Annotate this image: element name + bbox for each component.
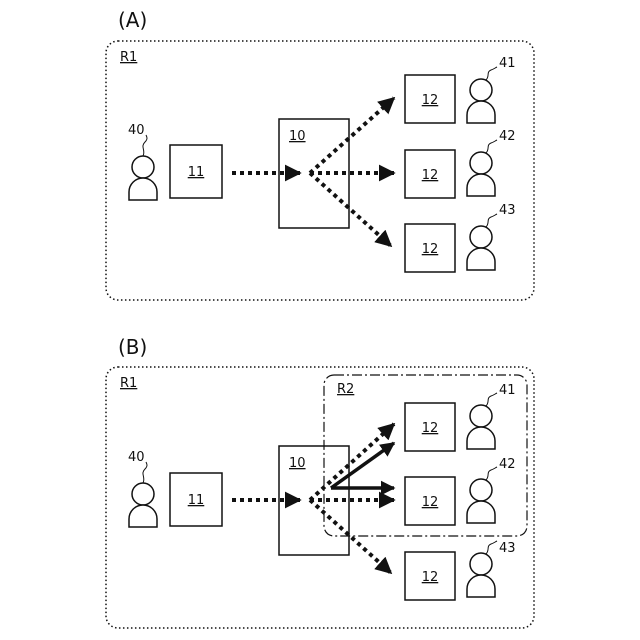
sender-a-ref: 40 bbox=[128, 123, 145, 138]
source-device-b-label: 11 bbox=[188, 493, 205, 508]
sender-a: 40 bbox=[128, 123, 157, 200]
leader-line bbox=[143, 135, 147, 156]
person-body bbox=[467, 575, 495, 597]
receiver-b-41-ref: 41 bbox=[499, 383, 516, 398]
person-body bbox=[467, 427, 495, 449]
receiver-a-41: 41 bbox=[467, 56, 516, 123]
leader-line bbox=[486, 67, 497, 80]
region-r2-label: R2 bbox=[337, 382, 354, 397]
leader-line bbox=[486, 541, 497, 554]
receiver-a-43-ref: 43 bbox=[499, 203, 516, 218]
person-head bbox=[470, 79, 492, 101]
leader-line bbox=[486, 214, 497, 227]
receiver-b-41: 41 bbox=[467, 383, 516, 449]
receiver-a-41-ref: 41 bbox=[499, 56, 516, 71]
sink-device-b-1-label: 12 bbox=[422, 421, 439, 436]
leader-line bbox=[486, 140, 497, 153]
sink-device-b-2-label: 12 bbox=[422, 495, 439, 510]
sink-device-a-2-label: 12 bbox=[422, 168, 439, 183]
sink-device-a-1-label: 12 bbox=[422, 93, 439, 108]
leader-line bbox=[486, 467, 497, 480]
person-body bbox=[467, 101, 495, 123]
source-device-a-label: 11 bbox=[188, 165, 205, 180]
sink-device-a-3-label: 12 bbox=[422, 242, 439, 257]
relay-device-b-label: 10 bbox=[289, 456, 306, 471]
receiver-b-43: 43 bbox=[467, 541, 516, 597]
person-body bbox=[129, 178, 157, 200]
person-head bbox=[132, 156, 154, 178]
region-r1-b-label: R1 bbox=[120, 376, 137, 391]
sender-b: 40 bbox=[128, 450, 157, 527]
panel-b: (B) R1 40 11 10 R2 12 12 12 bbox=[106, 335, 534, 628]
panel-a: (A) R1 40 11 10 12 12 12 bbox=[106, 8, 534, 300]
person-head bbox=[470, 226, 492, 248]
receiver-b-42: 42 bbox=[467, 457, 516, 523]
person-head bbox=[132, 483, 154, 505]
receiver-a-42: 42 bbox=[467, 129, 516, 196]
person-head bbox=[470, 553, 492, 575]
person-body bbox=[467, 248, 495, 270]
person-body bbox=[129, 505, 157, 527]
person-head bbox=[470, 152, 492, 174]
receiver-b-42-ref: 42 bbox=[499, 457, 516, 472]
person-body bbox=[467, 501, 495, 523]
region-r1-a-label: R1 bbox=[120, 50, 137, 65]
person-body bbox=[467, 174, 495, 196]
leader-line bbox=[143, 462, 147, 483]
person-head bbox=[470, 405, 492, 427]
receiver-b-43-ref: 43 bbox=[499, 541, 516, 556]
leader-line bbox=[486, 393, 497, 406]
receiver-a-42-ref: 42 bbox=[499, 129, 516, 144]
relay-device-a-label: 10 bbox=[289, 129, 306, 144]
panel-a-caption: (A) bbox=[118, 8, 147, 32]
receiver-a-43: 43 bbox=[467, 203, 516, 270]
person-head bbox=[470, 479, 492, 501]
panel-b-caption: (B) bbox=[118, 335, 147, 359]
sink-device-b-3-label: 12 bbox=[422, 570, 439, 585]
sender-b-ref: 40 bbox=[128, 450, 145, 465]
